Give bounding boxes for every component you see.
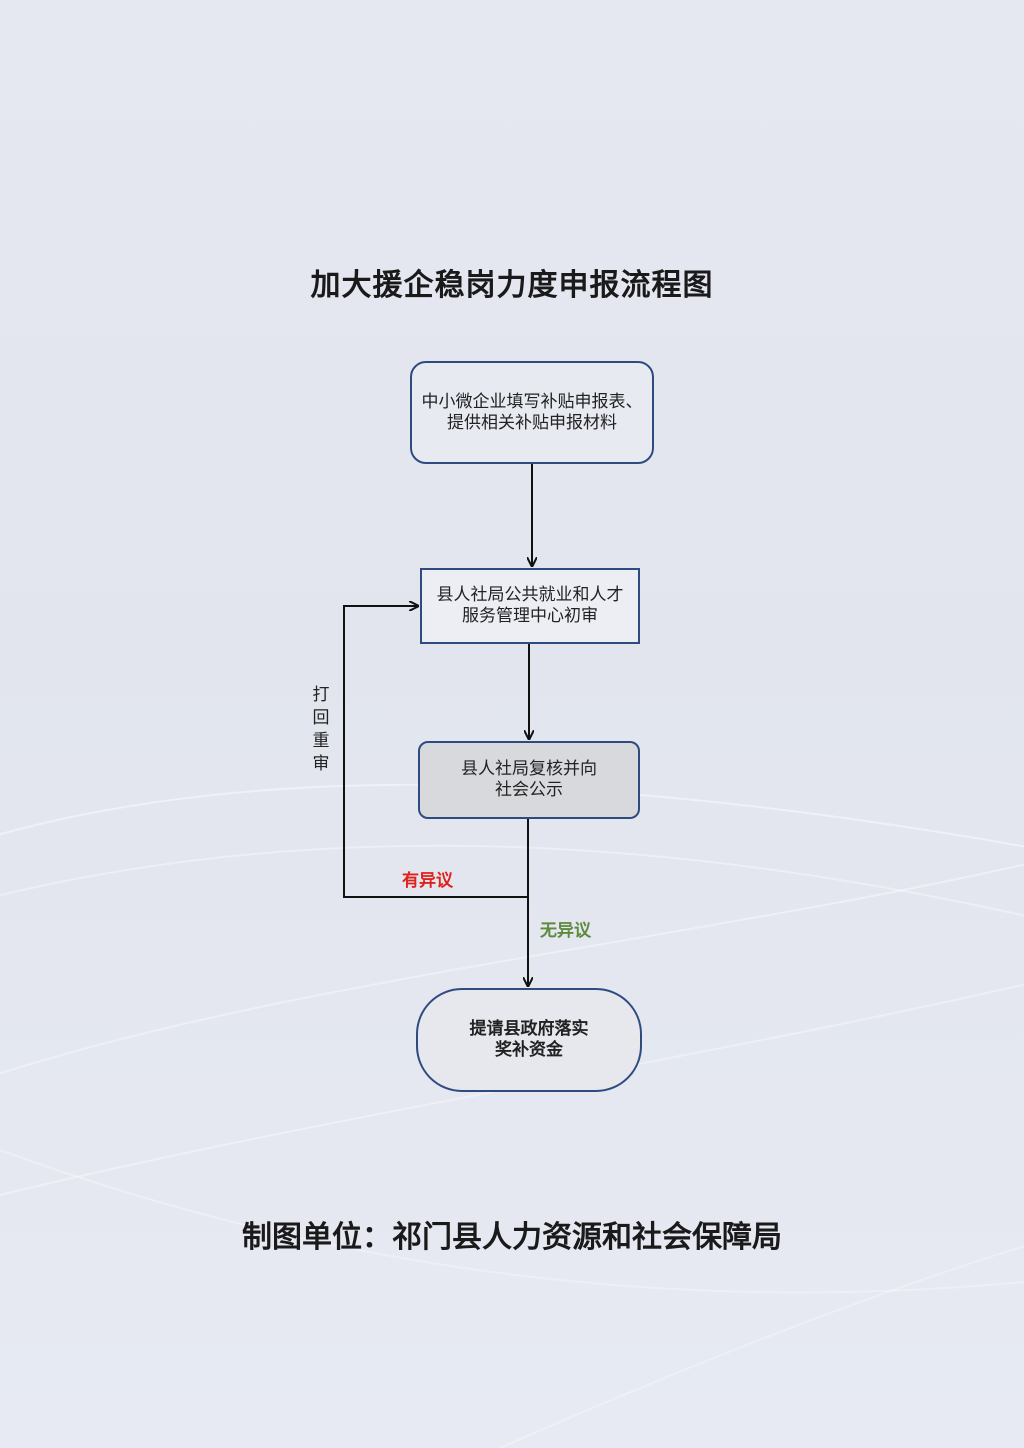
node-text-line: 提请县政府落实 <box>469 1019 589 1039</box>
edge-label-no-objection: 无异议 <box>540 921 591 941</box>
edge-label-return-review: 打回重审 <box>312 685 330 774</box>
node-submit-application: 中小微企业填写补贴申报表、 提供相关补贴申报材料 <box>410 361 654 464</box>
node-text-line: 县人社局复核并向 <box>461 759 597 779</box>
node-text-line: 中小微企业填写补贴申报表、 <box>421 391 643 412</box>
footer-credit: 制图单位：祁门县人力资源和社会保障局 <box>242 1220 782 1255</box>
node-text-line: 提供相关补贴申报材料 <box>447 412 617 433</box>
node-recheck-publicize: 县人社局复核并向 社会公示 <box>418 741 640 819</box>
page-title: 加大援企稳岗力度申报流程图 <box>310 268 714 303</box>
edge-label-objection: 有异议 <box>402 871 453 891</box>
node-text-line: 服务管理中心初审 <box>462 606 598 626</box>
arrow-return-to-step2 <box>343 606 528 898</box>
node-initial-review: 县人社局公共就业和人才 服务管理中心初审 <box>420 568 640 644</box>
node-text-line: 社会公示 <box>495 780 563 800</box>
node-text-line: 奖补资金 <box>495 1040 563 1060</box>
node-implement-funds: 提请县政府落实 奖补资金 <box>416 988 642 1092</box>
node-text-line: 县人社局公共就业和人才 <box>436 585 624 605</box>
